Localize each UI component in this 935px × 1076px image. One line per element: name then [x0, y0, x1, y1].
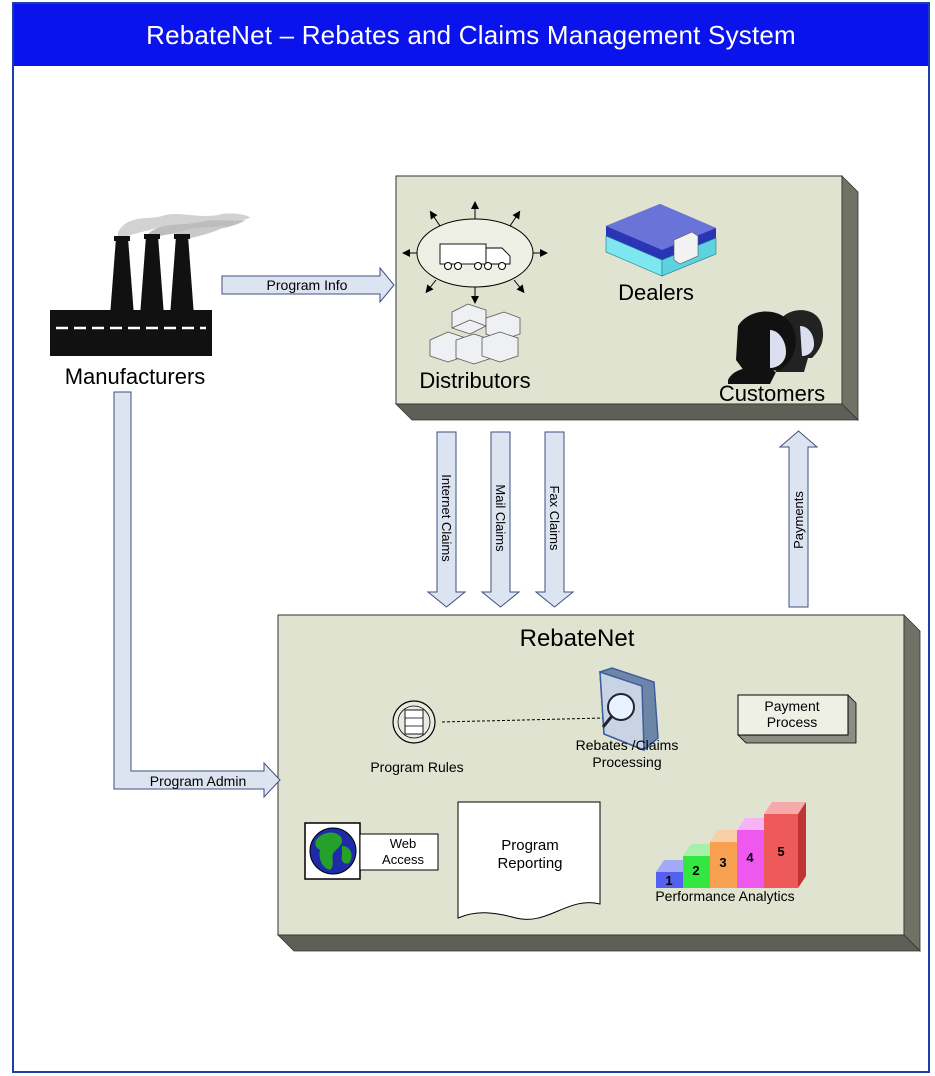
analytics-step-2: 2 [692, 863, 699, 878]
customers-label: Customers [719, 381, 825, 406]
claims-processing-label-2: Processing [592, 754, 661, 770]
payments-arrow: Payments [778, 430, 819, 608]
page-frame [12, 2, 930, 1073]
mail-claims-arrow: Mail Claims [480, 431, 521, 608]
program-reporting-doc: Program Reporting [457, 801, 601, 920]
program-info-label: Program Info [267, 277, 348, 293]
claims-processing-label-1: Rebates /Claims [576, 737, 679, 753]
customers-icon [728, 310, 824, 384]
payment-process-box: Payment Process [737, 694, 857, 744]
program-reporting-label-1: Program [501, 837, 559, 854]
manufacturers-label: Manufacturers [65, 364, 206, 389]
analytics-step-5: 5 [777, 844, 784, 859]
program-reporting-label-2: Reporting [497, 855, 562, 872]
web-access-label-1: Web [390, 836, 417, 851]
dealers-icon [605, 204, 717, 277]
distributors-icon [402, 201, 548, 365]
analytics-step-3: 3 [719, 855, 726, 870]
fax-claims-label: Fax Claims [547, 485, 562, 551]
performance-analytics-icon: 1 2 3 4 5 [656, 802, 806, 888]
analytics-step-1: 1 [665, 873, 672, 888]
claims-processing-icon [599, 667, 659, 752]
internet-claims-label: Internet Claims [439, 474, 454, 562]
web-access: Web Access [304, 822, 439, 880]
payments-label: Payments [791, 491, 806, 549]
factory-icon [50, 213, 250, 356]
program-admin-arrow: Program Admin [113, 391, 281, 799]
program-info-arrow: Program Info [221, 266, 395, 304]
program-rules-label: Program Rules [370, 759, 463, 775]
program-rules-icon [392, 700, 436, 744]
web-access-label-2: Access [382, 852, 424, 867]
rules-connector [441, 717, 605, 723]
dealers-label: Dealers [618, 280, 694, 305]
rebatenet-title: RebateNet [520, 625, 635, 652]
fax-claims-arrow: Fax Claims [534, 431, 575, 608]
payment-process-label-2: Process [767, 714, 818, 730]
distributors-label: Distributors [419, 368, 530, 393]
internet-claims-arrow: Internet Claims [426, 431, 467, 608]
analytics-step-4: 4 [746, 850, 754, 865]
program-admin-label: Program Admin [150, 773, 246, 789]
page-title: RebateNet – Rebates and Claims Managemen… [14, 4, 928, 66]
mail-claims-label: Mail Claims [493, 484, 508, 552]
performance-analytics-label: Performance Analytics [655, 888, 794, 904]
payment-process-label-1: Payment [764, 698, 819, 714]
